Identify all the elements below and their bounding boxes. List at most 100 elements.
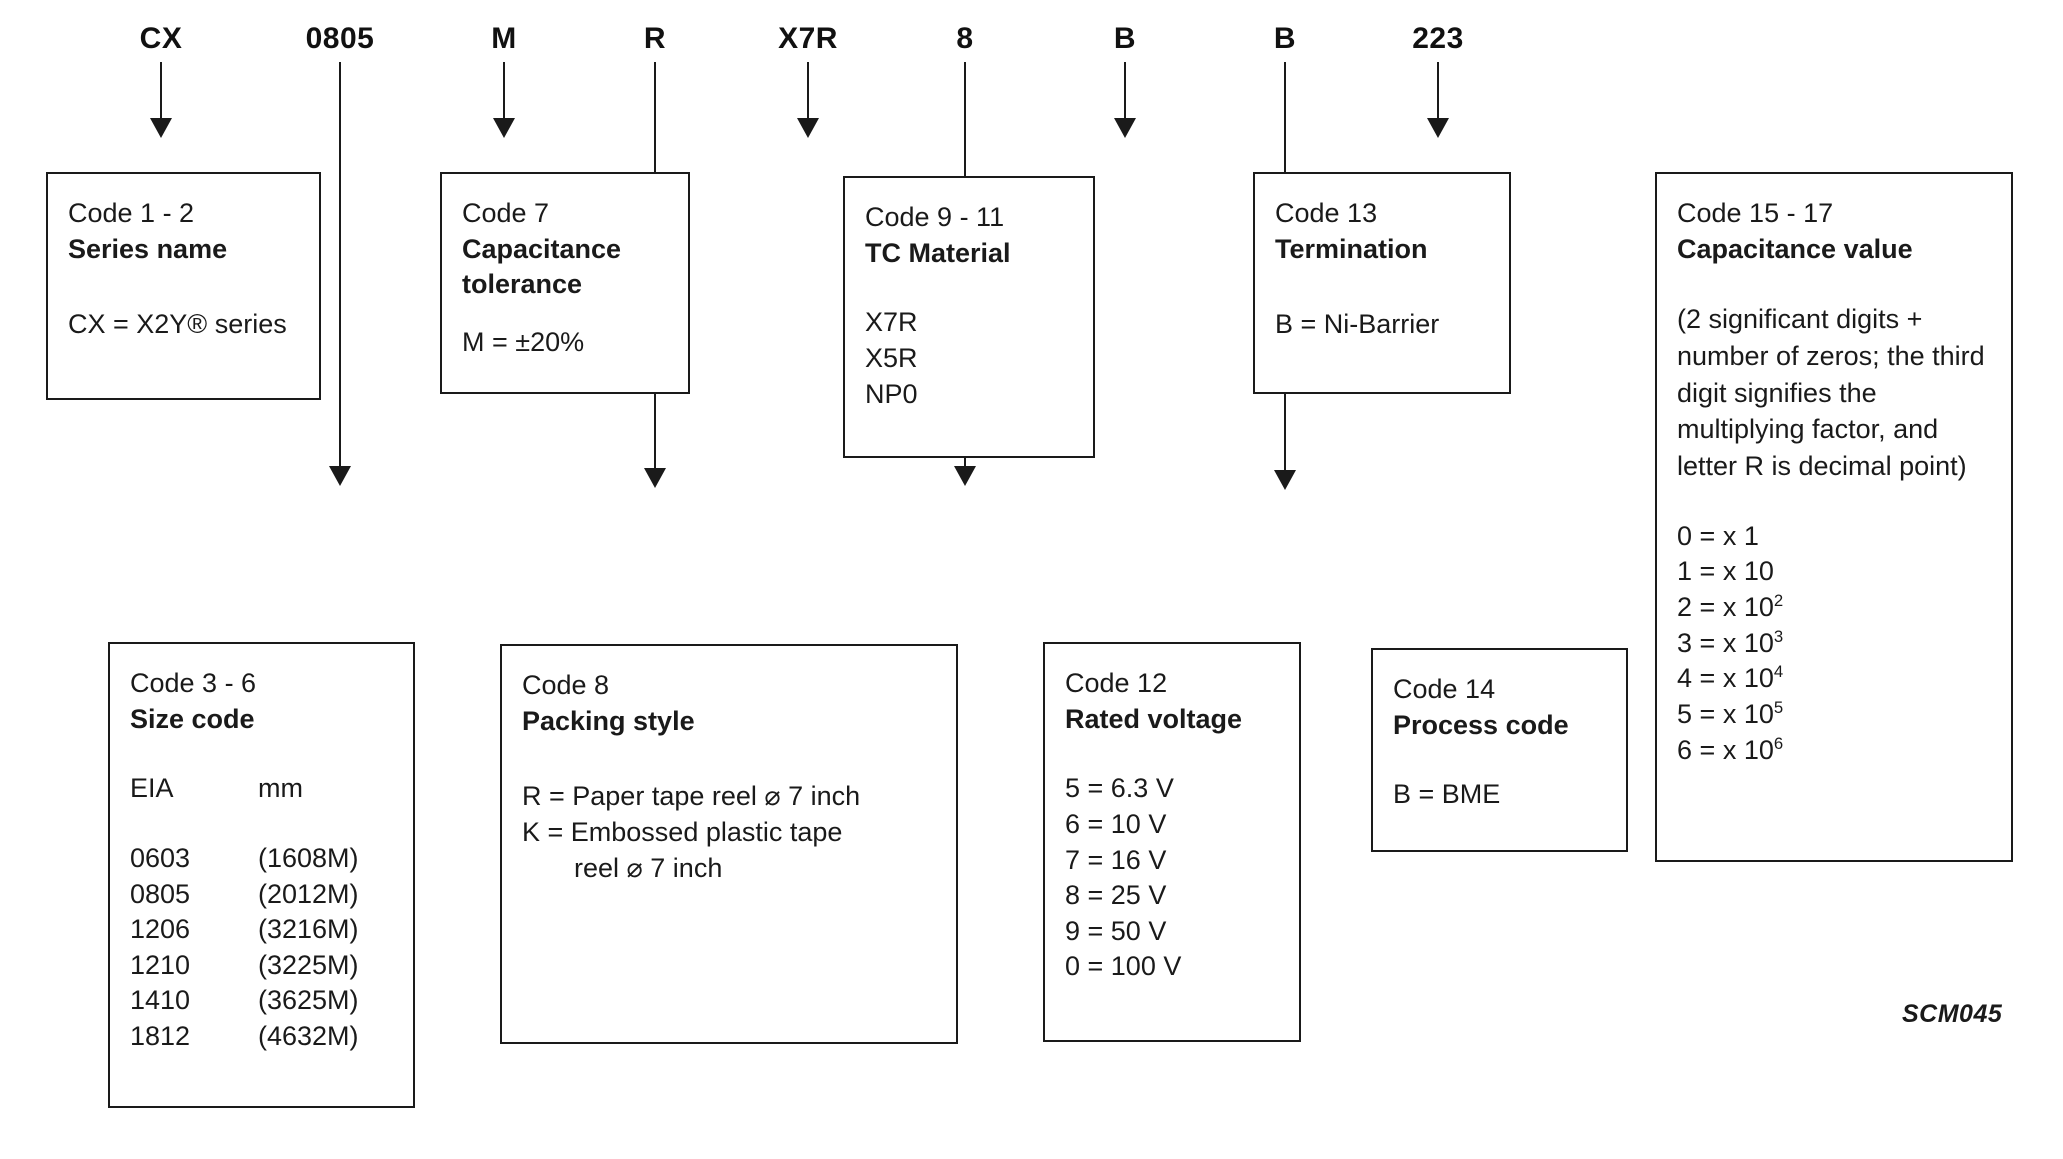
multiplier-equals-6: = (1699, 734, 1723, 765)
rated-voltage-title: Rated voltage (1065, 703, 1243, 734)
arrowhead-size-code (329, 466, 351, 486)
rated-voltage-line-3: 7 = 16 V (1065, 844, 1167, 875)
box-capacitance-tolerance: Code 7 Capacitance tolerance M = ±20% (440, 172, 690, 394)
termination-title: Termination (1275, 233, 1428, 264)
packing-style-code: Code 8 (522, 670, 610, 700)
capacitance-value-description: (2 significant digits + number of zeros;… (1677, 304, 1985, 482)
capacitance-value-code: Code 15 - 17 (1677, 198, 1834, 228)
packing-style-title: Packing style (522, 705, 695, 736)
packing-style-line-2: K = Embossed plastic tape (522, 816, 843, 847)
part-code-label-2: 0805 (305, 22, 375, 55)
arrowhead-series-name (150, 118, 172, 138)
termination-line-1: B = Ni-Barrier (1275, 309, 1440, 340)
size-code-eia-2: 1206 (130, 914, 191, 945)
multiplier-digit-6: 6 (1677, 734, 1693, 765)
part-code-label-7: B (1113, 22, 1137, 55)
size-code-title: Size code (130, 703, 255, 734)
box-packing-style: Code 8 Packing style R = Paper tape reel… (500, 644, 958, 1044)
arrowhead-process-code (1274, 470, 1296, 490)
multiplier-factor-2: x 10 (1722, 592, 1774, 623)
size-code-header-eia: EIA (130, 773, 174, 804)
arrowhead-capacitance-value (1427, 118, 1449, 138)
size-code-header-row: EIA mm (130, 771, 413, 807)
multiplier-digit-1: 1 (1677, 556, 1693, 587)
capacitance-multiplier-4: 4 = x 104 (1677, 661, 2011, 697)
multiplier-digit-3: 3 (1677, 627, 1693, 658)
size-code-eia-5: 1812 (130, 1021, 191, 1051)
capacitance-tolerance-line-1: M = ±20% (462, 326, 585, 357)
tc-material-title: TC Material (865, 237, 1011, 268)
capacitance-value-title: Capacitance value (1677, 233, 1913, 264)
box-size-code: Code 3 - 6 Size code EIA mm 0603 (1608M)… (108, 642, 415, 1108)
capacitance-tolerance-title-1: Capacitance (462, 233, 622, 264)
series-name-line-1: CX = X2Y® series (68, 309, 287, 340)
multiplier-factor-1: x 10 (1722, 556, 1774, 587)
process-code-title: Process code (1393, 709, 1569, 740)
rated-voltage-line-2: 6 = 10 V (1065, 808, 1167, 839)
part-code-label-5: X7R (778, 22, 838, 55)
capacitance-multiplier-5: 5 = x 105 (1677, 697, 2011, 733)
rated-voltage-line-4: 8 = 25 V (1065, 880, 1167, 911)
tc-material-line-2: X5R (865, 342, 918, 373)
box-process-code: Code 14 Process code B = BME (1371, 648, 1628, 852)
capacitance-multiplier-0: 0 = x 1 (1677, 519, 2011, 555)
arrowhead-packing-style (644, 468, 666, 488)
connector-line-capacitance-value (1437, 62, 1439, 120)
process-code-line-1: B = BME (1393, 779, 1501, 810)
packing-style-line-3: reel ⌀ 7 inch (574, 852, 723, 883)
figure-id-label: SCM045 (1902, 1000, 2003, 1028)
size-code-eia-1: 0805 (130, 878, 191, 909)
multiplier-equals-4: = (1699, 663, 1723, 694)
multiplier-digit-5: 5 (1677, 698, 1693, 729)
tc-material-line-1: X7R (865, 307, 918, 338)
termination-code: Code 13 (1275, 198, 1378, 228)
multiplier-factor-3: x 10 (1722, 627, 1774, 658)
part-code-label-1: CX (139, 22, 183, 55)
connector-line-series-name (160, 62, 162, 120)
rated-voltage-line-6: 0 = 100 V (1065, 951, 1182, 982)
box-rated-voltage: Code 12 Rated voltage 5 = 6.3 V 6 = 10 V… (1043, 642, 1301, 1042)
multiplier-digit-0: 0 (1677, 520, 1693, 551)
size-code-mm-0: (1608M) (258, 842, 359, 873)
box-capacitance-value: Code 15 - 17 Capacitance value (2 signif… (1655, 172, 2013, 862)
packing-style-line-1: R = Paper tape reel ⌀ 7 inch (522, 781, 861, 812)
table-row: 1812 (4632M) (130, 1019, 413, 1055)
multiplier-equals-5: = (1699, 698, 1723, 729)
size-code-eia-4: 1410 (130, 985, 191, 1016)
multiplier-factor-0: x 1 (1722, 520, 1759, 551)
arrowhead-capacitance-tolerance (493, 118, 515, 138)
multiplier-factor-6: x 10 (1722, 734, 1774, 765)
multiplier-equals-3: = (1699, 627, 1723, 658)
part-code-label-8: B (1273, 22, 1297, 55)
part-code-label-6: 8 (956, 22, 974, 55)
multiplier-exponent-4: 4 (1773, 662, 1784, 682)
multiplier-digit-2: 2 (1677, 592, 1693, 623)
multiplier-factor-4: x 10 (1722, 663, 1774, 694)
box-series-name: Code 1 - 2 Series name CX = X2Y® series (46, 172, 321, 400)
connector-line-capacitance-tolerance (503, 62, 505, 120)
series-name-title: Series name (68, 233, 228, 264)
table-row: 0805 (2012M) (130, 877, 413, 913)
size-code-mm-5: (4632M) (258, 1021, 359, 1051)
rated-voltage-line-5: 9 = 50 V (1065, 915, 1167, 946)
size-code-mm-3: (3225M) (258, 949, 359, 980)
size-code-header-mm: mm (258, 773, 303, 804)
size-code-mm-4: (3625M) (258, 985, 359, 1016)
tc-material-line-3: NP0 (865, 378, 918, 409)
series-name-code: Code 1 - 2 (68, 198, 195, 228)
table-row: 0603 (1608M) (130, 841, 413, 877)
arrowhead-tc-material (797, 118, 819, 138)
connector-line-tc-material (807, 62, 809, 120)
multiplier-equals-1: = (1699, 556, 1723, 587)
capacitance-multiplier-3: 3 = x 103 (1677, 626, 2011, 662)
table-row: 1210 (3225M) (130, 948, 413, 984)
size-code-mm-1: (2012M) (258, 878, 359, 909)
size-code-eia-0: 0603 (130, 842, 191, 873)
multiplier-exponent-2: 2 (1773, 591, 1784, 611)
rated-voltage-line-1: 5 = 6.3 V (1065, 773, 1174, 804)
connector-line-termination (1124, 62, 1126, 120)
part-code-label-3: M (491, 22, 517, 55)
tc-material-code: Code 9 - 11 (865, 202, 1005, 232)
capacitance-tolerance-code: Code 7 (462, 198, 550, 228)
